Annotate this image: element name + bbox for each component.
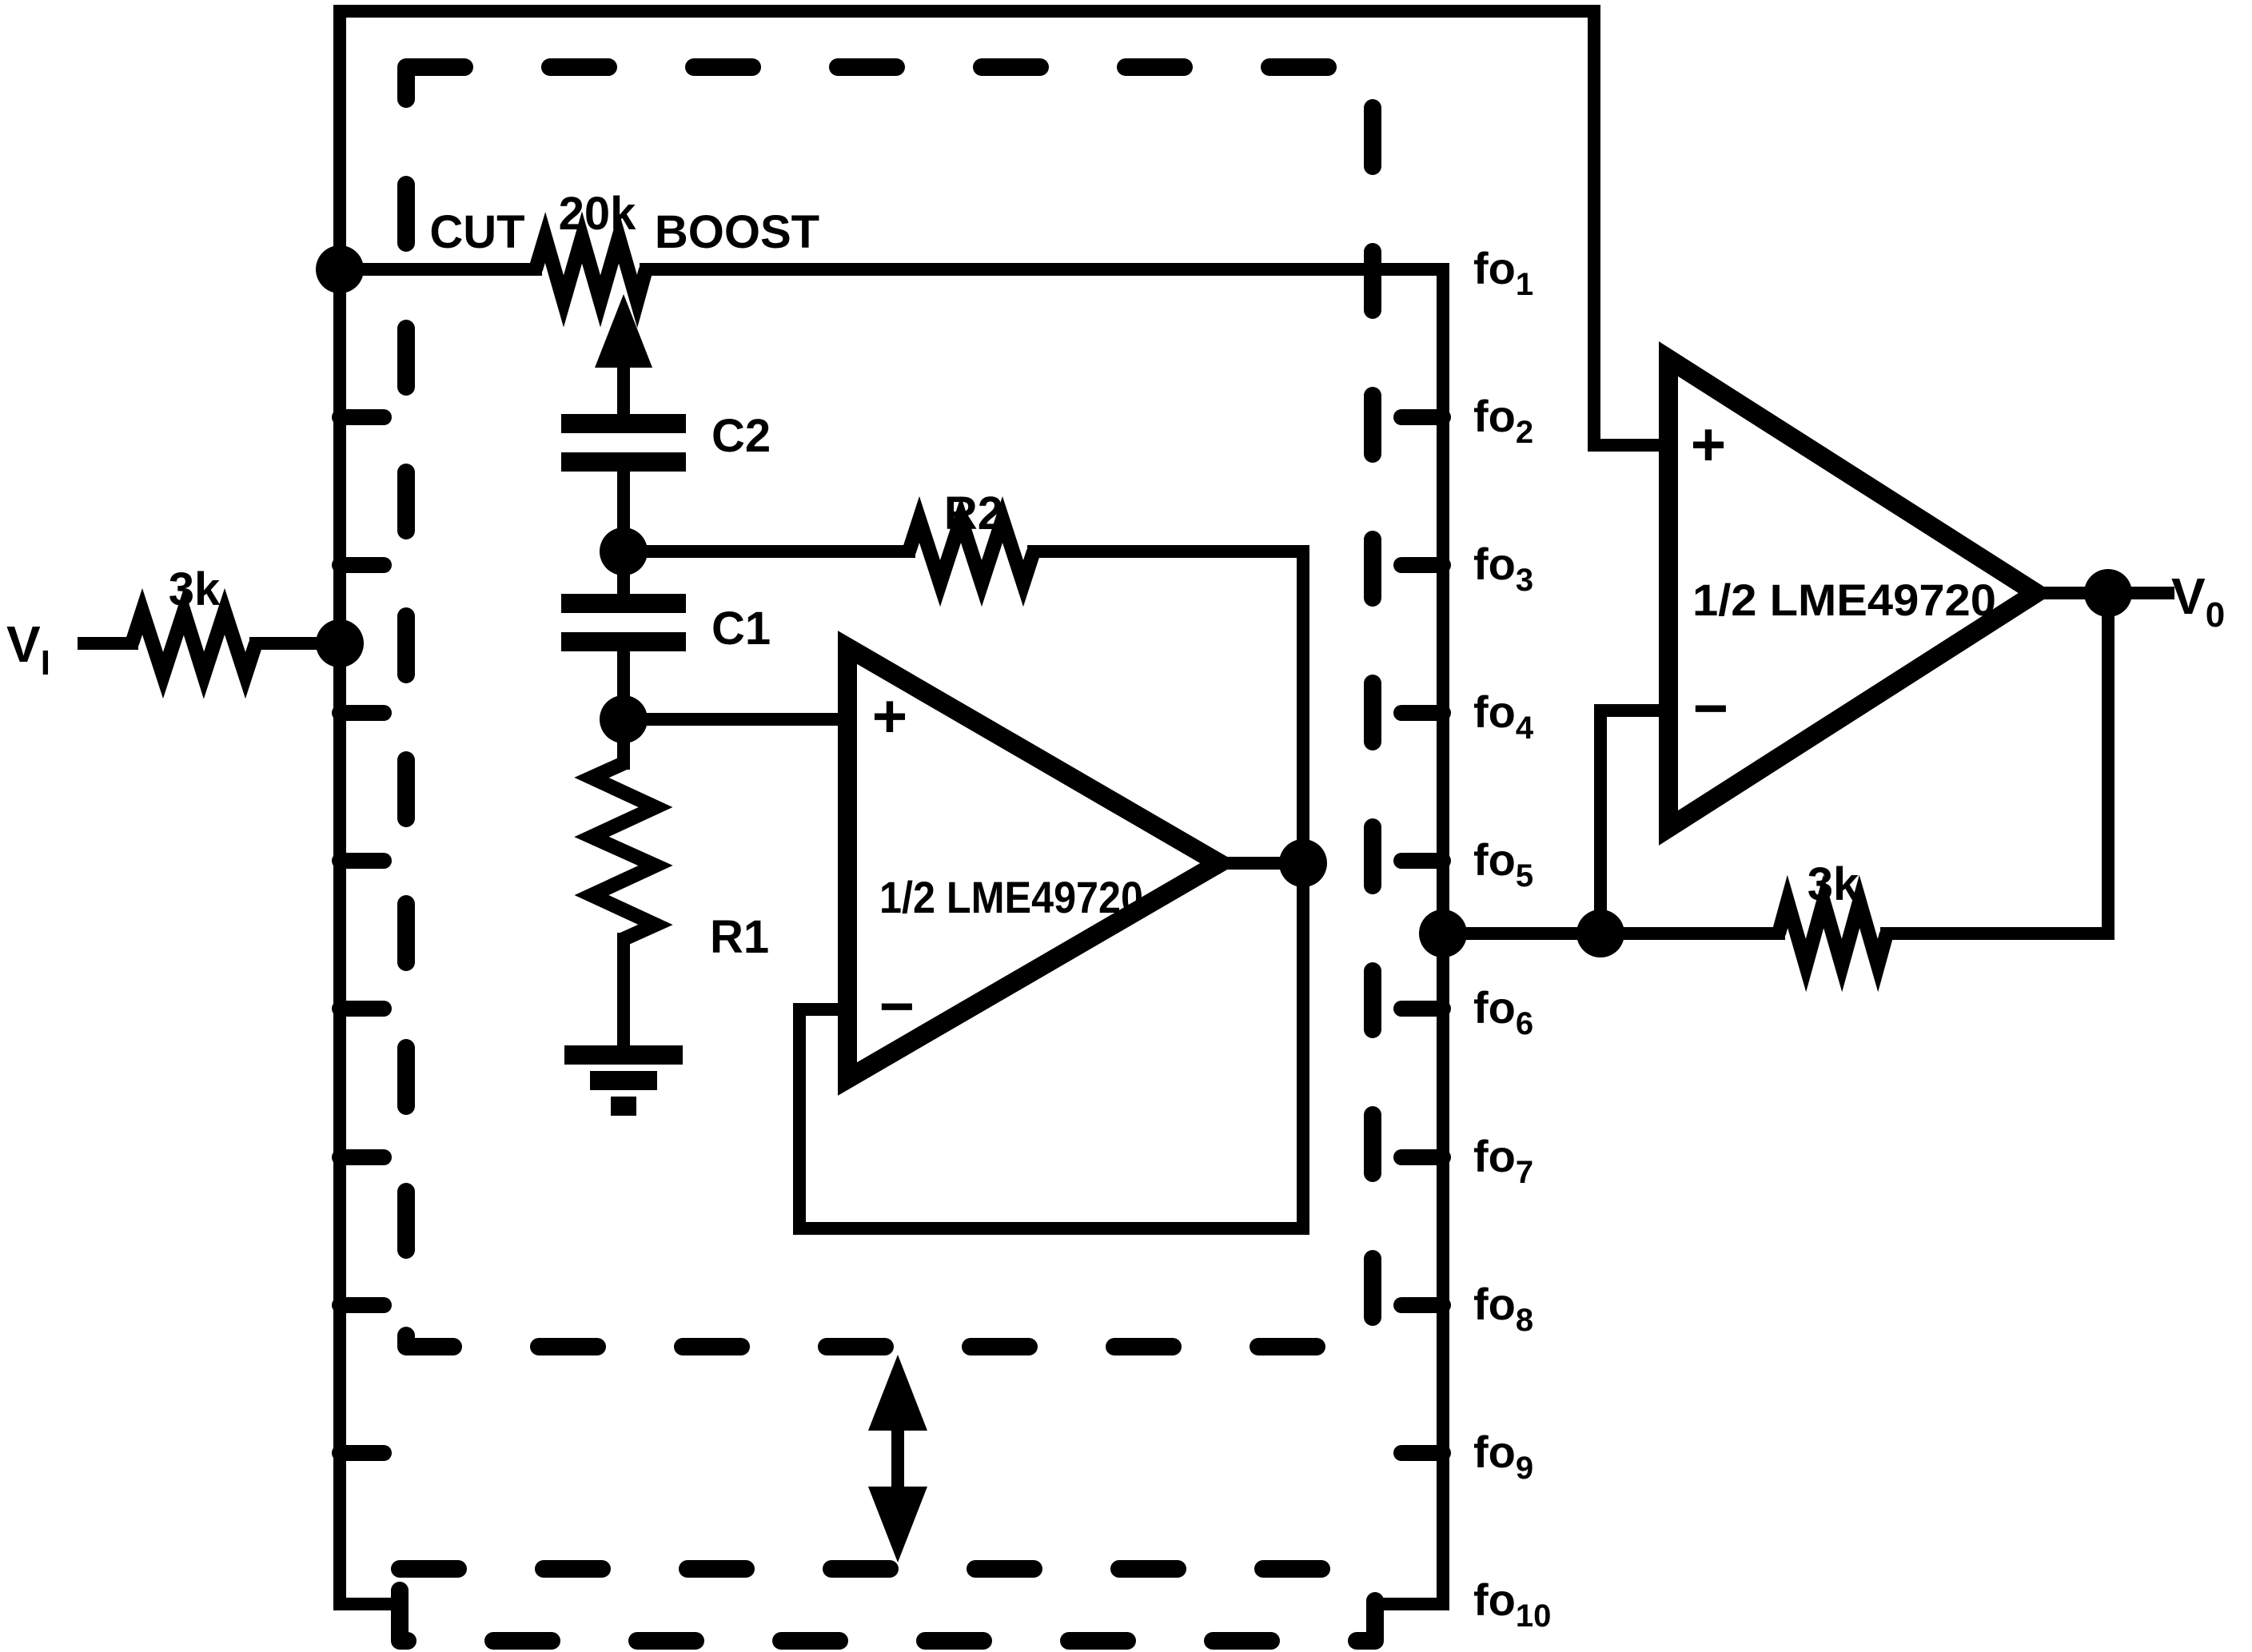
opamp1-feedback-wire [793, 545, 1309, 1235]
repeated-sections-dashed-box [391, 1560, 1384, 1650]
fo-label-7: fo7 [1473, 1131, 1533, 1190]
fo-label-4: fo4 [1473, 687, 1534, 746]
repeat-arrow-head-down [868, 1487, 927, 1562]
output-node-dot [2084, 569, 2132, 617]
output-voltage-label: V0 [2171, 567, 2225, 635]
eq-section-dashed-box [397, 58, 1381, 1355]
fo-rail-junction-dot [1419, 910, 1467, 957]
repeat-double-arrow-icon [868, 1355, 927, 1562]
fo-label-8: fo8 [1473, 1279, 1533, 1338]
fo-label-6: fo6 [1473, 982, 1533, 1041]
c1-r1-plus-node-dot [600, 695, 648, 743]
r1-label: R1 [710, 911, 769, 963]
r2-label: R2 [944, 488, 1003, 539]
r2-resistor [902, 496, 1041, 607]
fo-rail-section-ticks [1393, 409, 1451, 1461]
opamp1-triangle [838, 631, 1238, 1096]
opamp2-minus-input-wire [1594, 704, 1675, 940]
feedback-resistor-3k [1772, 874, 1894, 993]
potentiometer-resistor-20k [528, 211, 653, 328]
opamp1-minus-sign: − [879, 973, 915, 1041]
pot-wiper-arrow-icon [595, 294, 652, 368]
fo-label-9: fo9 [1473, 1427, 1533, 1486]
fo-label-1: fo1 [1473, 243, 1533, 302]
opamp1-output-node-dot [1279, 839, 1327, 887]
opamp1-label: 1/2 LME49720 [879, 872, 1143, 922]
feedback-resistor-label: 3k [1808, 858, 1859, 910]
pot-wiper-arrow-head [595, 294, 652, 368]
opamp1-plus-sign: + [872, 683, 907, 750]
input-voltage-label: VI [6, 615, 50, 683]
fo-label-3: fo3 [1473, 539, 1533, 598]
cut-node-dot [316, 245, 364, 293]
opamp2-plus-sign: + [1691, 411, 1726, 479]
r1-resistor [574, 756, 673, 946]
c1-label: C1 [711, 603, 771, 655]
opamp2-label: 1/2 LME49720 [1692, 575, 1996, 625]
input-node-dot [316, 619, 364, 667]
minus-bus-junction-dot [1576, 910, 1624, 957]
fo-rail-labels: fo1 fo2 fo3 fo4 fo5 fo6 fo7 fo8 fo9 fo10 [1473, 243, 1551, 1634]
cut-label: CUT [429, 206, 524, 258]
repeat-arrow-head-up [868, 1355, 927, 1431]
c2-label: C2 [711, 410, 771, 462]
c2-c1-r2-node-dot [600, 527, 648, 575]
opamp2-minus-sign: − [1693, 675, 1728, 742]
boost-label: BOOST [655, 206, 819, 258]
pot-value-label: 20k [559, 188, 637, 240]
fo-label-2: fo2 [1473, 391, 1533, 450]
outer-bus-wire [333, 5, 1675, 1610]
input-rail-section-ticks [332, 409, 392, 1461]
opamp2-triangle [1659, 341, 2055, 846]
fo-label-5: fo5 [1473, 834, 1533, 894]
input-resistor-3k [125, 587, 263, 699]
c1-capacitor [561, 594, 686, 651]
c2-capacitor [561, 414, 686, 472]
ground-icon [564, 1045, 683, 1116]
fo-label-10: fo10 [1473, 1574, 1551, 1634]
input-resistor-label: 3k [169, 563, 221, 615]
